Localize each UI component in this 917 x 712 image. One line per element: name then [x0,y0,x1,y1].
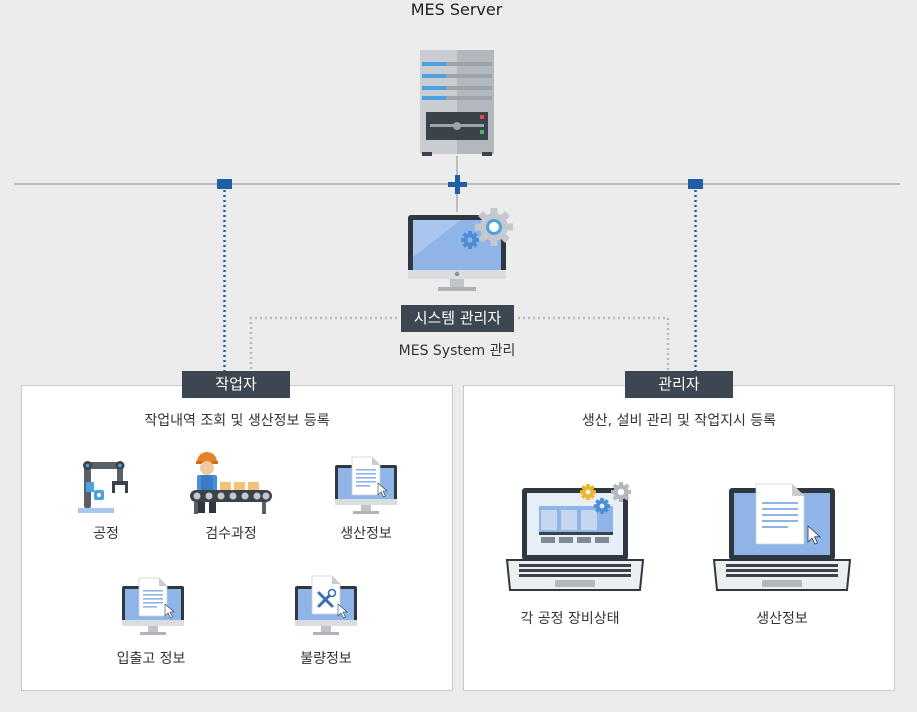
worker-item-label-process: 공정 [93,526,119,542]
monitor-document-icon [335,456,397,514]
manager-tag: 관리자 [625,371,733,398]
robot-arm-icon [78,461,128,513]
worker-connector [217,179,232,189]
manager-connector [688,179,703,189]
worker-panel [21,385,453,691]
admin-to-manager-dotted-line [518,316,670,372]
manager-item-label-equipment: 각 공정 장비상태 [520,611,620,627]
monitor-wrench-icon [295,575,357,635]
worker-tag: 작업자 [182,371,290,398]
laptop-document-icon [712,483,852,591]
system-admin-tag: 시스템 관리자 [401,305,514,332]
server-rack-icon [420,50,494,156]
system-admin-subtitle: MES System 관리 [398,343,516,359]
server-title: MES Server [410,0,503,19]
worker-item-label-inspection: 검수과정 [205,526,257,542]
manager-item-label-production: 생산정보 [756,611,808,627]
worker-subtitle: 작업내역 조회 및 생산정보 등록 [144,413,330,429]
worker-item-label-inout: 입출고 정보 [116,651,186,667]
worker-item-label-defect: 불량정보 [300,651,352,667]
manager-subtitle: 생산, 설비 관리 및 작업지시 등록 [581,413,777,429]
admin-to-worker-dotted-line [249,316,397,372]
monitor-document-icon [122,577,184,635]
center-connector-plus-icon [448,175,467,194]
admin-monitor-gear-icon [408,208,513,291]
inspection-worker-icon [190,452,272,514]
worker-item-label-production: 생산정보 [340,526,392,542]
laptop-dashboard-icon [505,482,645,591]
